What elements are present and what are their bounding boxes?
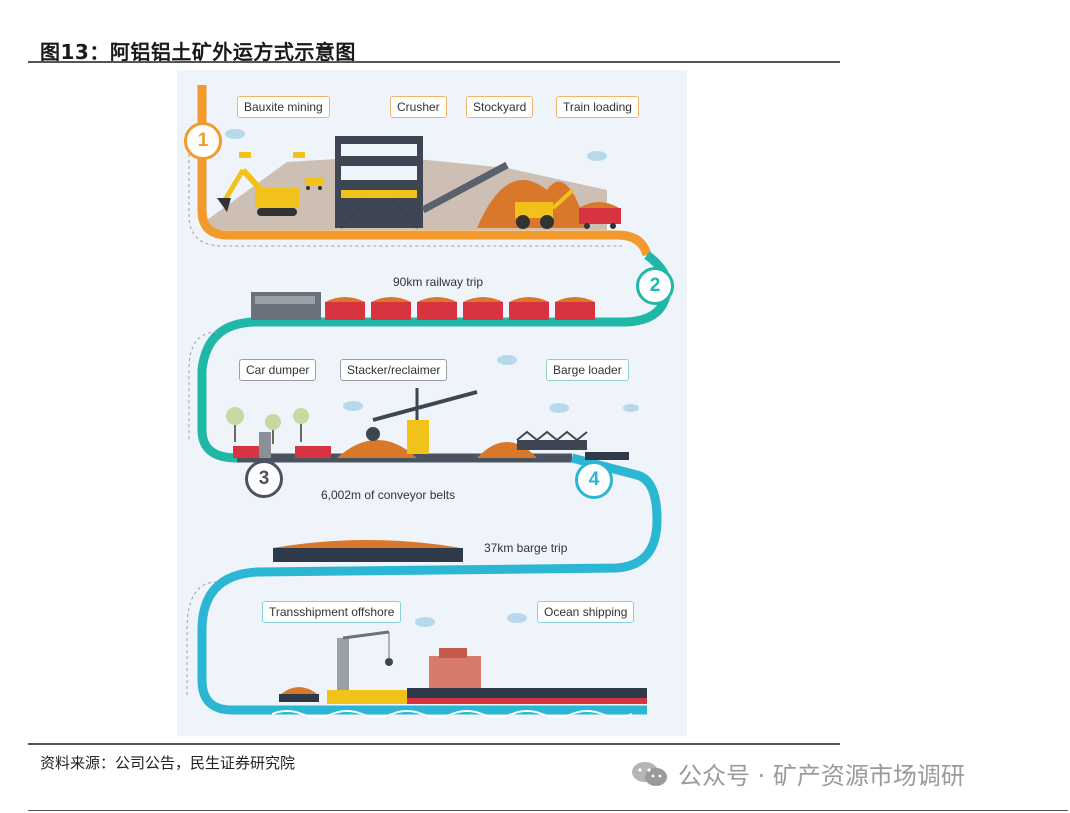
barge-icon <box>273 540 463 562</box>
excavator-icon <box>217 167 299 216</box>
wechat-icon <box>630 759 670 789</box>
watermark: 公众号 · 矿产资源市场调研 <box>630 756 965 791</box>
path-stage-4 <box>197 453 662 715</box>
dashed-guide <box>186 581 218 696</box>
step-3-marker: 3 <box>245 460 283 498</box>
step-4-marker: 4 <box>575 461 613 499</box>
label-conveyor-belts: 6,002m of conveyor belts <box>321 488 456 502</box>
ocean-ship-icon <box>407 648 647 704</box>
label-car-dumper: Car dumper <box>239 359 317 381</box>
clouds <box>225 129 639 627</box>
watermark-text: 公众号 · 矿产资源市场调研 <box>678 762 965 790</box>
stacker-reclaimer-icon <box>337 388 537 458</box>
waves <box>271 710 633 718</box>
step-1-marker: 1 <box>184 122 222 160</box>
bottom-rule <box>28 810 1068 811</box>
source-rule <box>28 743 840 745</box>
step-2-marker: 2 <box>636 267 674 305</box>
floating-crane-icon <box>279 630 407 704</box>
haul-truck-icon <box>239 152 323 190</box>
figure-title: 图13：阿铝铝土矿外运方式示意图 <box>40 40 356 64</box>
title-rule <box>28 61 840 63</box>
car-dumper-icon <box>233 432 331 458</box>
tree-icon <box>226 407 309 444</box>
path-stage-1 <box>197 85 652 257</box>
barge-loader-icon <box>516 430 629 460</box>
label-barge-trip: 37km barge trip <box>484 541 568 555</box>
train-icon <box>251 292 595 320</box>
train-wagon-icon <box>579 202 621 229</box>
transport-diagram: Bauxite mining Crusher Stockyard Train l… <box>177 70 687 736</box>
label-bauxite-mining: Bauxite mining <box>237 96 330 118</box>
diagram-art <box>186 85 672 718</box>
conveyor-icon <box>421 161 509 214</box>
label-crusher: Crusher <box>390 96 447 118</box>
label-stacker-reclaimer: Stacker/reclaimer <box>340 359 448 381</box>
wheel-loader-icon <box>515 188 575 229</box>
source-note: 资料来源：公司公告，民生证券研究院 <box>40 754 296 772</box>
label-railway-trip: 90km railway trip <box>393 275 484 289</box>
dashed-guide <box>188 130 622 247</box>
crusher-icon <box>335 136 423 229</box>
label-train-loading: Train loading <box>556 96 639 118</box>
label-transshipment-offshore: Transshipment offshore <box>262 601 402 623</box>
label-ocean-shipping: Ocean shipping <box>537 601 635 623</box>
label-stockyard: Stockyard <box>466 96 534 118</box>
label-barge-loader: Barge loader <box>546 359 629 381</box>
